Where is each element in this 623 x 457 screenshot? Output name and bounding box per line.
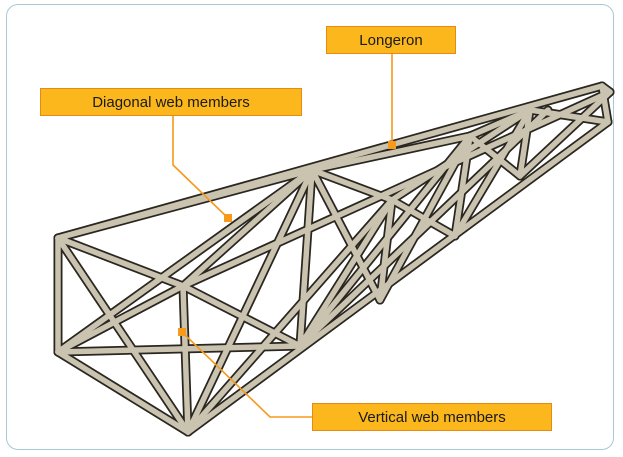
top-member-2 xyxy=(309,167,395,203)
front-diagonal xyxy=(55,235,191,435)
front-bottom-member xyxy=(55,349,191,435)
aft-diagonal xyxy=(527,107,611,125)
aft-vertical xyxy=(599,83,611,125)
diagonal-leader-endpoint xyxy=(224,214,232,222)
front-cross-diagonal xyxy=(55,283,186,355)
side-diagonal-1b xyxy=(185,167,315,435)
side-diagonal-4 xyxy=(452,107,533,239)
longeron-callout: Longeron xyxy=(326,26,456,54)
long-diagonal-3 xyxy=(297,133,473,349)
leader-lines xyxy=(172,54,396,418)
station-2-vertical xyxy=(377,197,395,303)
station-4-vertical xyxy=(517,107,533,179)
top-diagonal-3 xyxy=(309,133,473,173)
longeron-top-right xyxy=(180,89,613,289)
longeron-leader-endpoint xyxy=(388,141,396,149)
diagonal-web-members-callout: Diagonal web members xyxy=(40,88,302,116)
front-right-vertical xyxy=(180,283,191,435)
truss-structure xyxy=(53,81,615,437)
top-diagonal-4 xyxy=(389,107,533,203)
vertical-leader xyxy=(181,331,312,418)
long-diagonal-2 xyxy=(185,197,395,435)
aft-diagonal-b xyxy=(517,89,613,179)
diagonal-leader xyxy=(172,116,229,219)
longeron-bottom-right xyxy=(185,119,611,435)
aft-top-member xyxy=(599,83,613,95)
inner-diagonal-1 xyxy=(55,167,315,355)
truss-fill-layer xyxy=(55,83,613,435)
top-diagonal-1 xyxy=(55,167,315,241)
station-1-vertical xyxy=(297,167,315,349)
side-diagonal-2 xyxy=(297,197,395,349)
vertical-leader-endpoint xyxy=(178,328,186,336)
top-diagonal-1b xyxy=(180,167,315,289)
side-diagonal-2b xyxy=(309,167,383,303)
vertical-web-members-callout: Vertical web members xyxy=(312,403,552,431)
side-diagonal-3b xyxy=(377,133,473,303)
